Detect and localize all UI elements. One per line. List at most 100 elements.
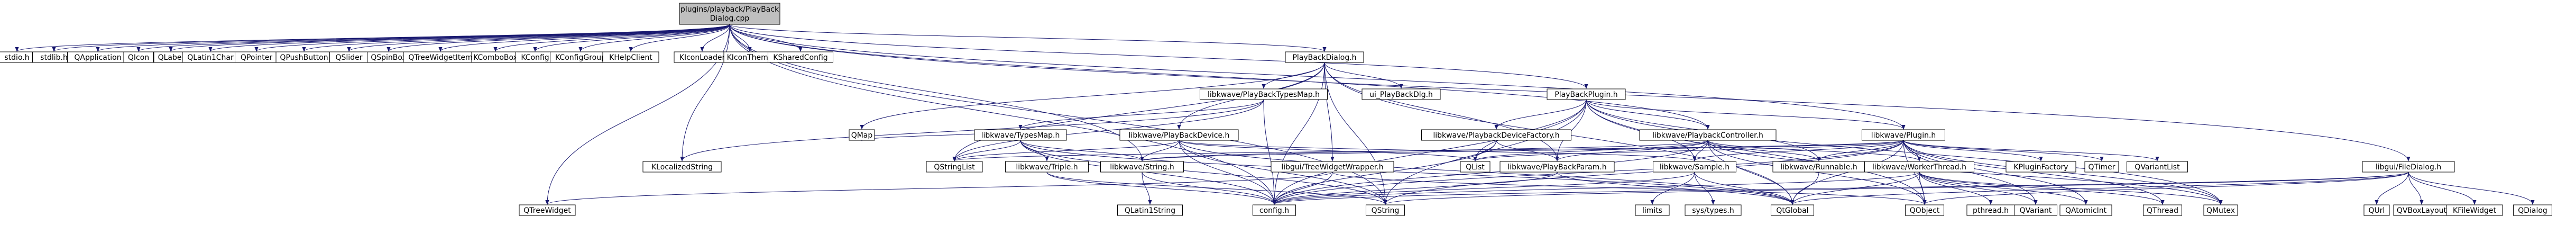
node-qlist: QList	[1460, 161, 1491, 173]
edge-kw-string-h-to-config-h	[1142, 172, 1276, 205]
node-kw-playbackparam-h: libkwave/PlayBackParam.h	[1499, 161, 1615, 173]
node-label: KIconLoader	[679, 53, 725, 62]
node-qpointer: QPointer	[235, 51, 278, 63]
edge-root-to-qtreewidgetitem	[438, 24, 730, 52]
edge-kgui-filedialog-h-to-qvboxlayout	[2408, 172, 2424, 205]
edge-root-to-stdlib	[52, 24, 730, 52]
root-node-line1: plugins/playback/PlayBack	[680, 5, 779, 14]
edge-kw-sample-h-to-config-h	[1272, 172, 1695, 205]
node-kw-typesmap-h: libkwave/TypesMap.h	[974, 129, 1067, 141]
node-qurl: QUrl	[2363, 204, 2390, 216]
edge-kw-plugin-h-to-qatomicint	[1903, 140, 2088, 205]
node-kgui-filedialog-h: libgui/FileDialog.h	[2362, 161, 2455, 173]
node-label: sys/types.h	[1692, 206, 1734, 215]
node-playbackplugin-h: PlayBackPlugin.h	[1547, 88, 1626, 100]
edge-kw-sample-h-to-systypes-h	[1694, 172, 1715, 205]
node-label: libkwave/PlayBackParam.h	[1507, 163, 1606, 172]
edge-kgui-treewidgetwrapper-h-to-qtreewidget	[545, 172, 1333, 205]
node-qpushbutton: QPushButton	[275, 51, 333, 63]
node-label: QVariantList	[2135, 163, 2180, 172]
edge-kw-typesmap-h-to-qstring	[1020, 140, 1387, 205]
edge-kgui-treewidgetwrapper-h-to-qobject	[1332, 172, 1927, 205]
edge-kw-plugin-h-to-qtimer	[1903, 140, 2104, 161]
edge-root-to-kicontheme	[729, 24, 752, 52]
root-node-playbackdialog-cpp: plugins/playback/PlayBack Dialog.cpp	[679, 3, 780, 25]
node-kw-runnable-h: libkwave/Runnable.h	[1772, 161, 1865, 173]
node-label: limits	[1642, 206, 1662, 215]
edge-playbackplugin-h-to-kw-playbackparam-h	[1555, 99, 1587, 161]
node-label: KHelpClient	[609, 53, 652, 62]
edge-kgui-filedialog-h-to-config-h	[1272, 172, 2409, 205]
edge-kw-playbackparam-h-to-config-h	[1272, 172, 1558, 205]
node-kw-sample-h: libkwave/Sample.h	[1653, 161, 1736, 173]
node-label: QIcon	[128, 53, 149, 62]
node-label: PlayBackPlugin.h	[1554, 91, 1617, 99]
edge-kw-playbackdevice-h-to-qstringlist	[952, 140, 1180, 161]
node-label: QLatin1String	[1125, 206, 1175, 215]
node-config-h: config.h	[1253, 204, 1296, 216]
node-label: KConfig	[521, 53, 549, 62]
node-qapplication: QApplication	[67, 51, 128, 63]
node-qatomicint: QAtomicInt	[2059, 204, 2112, 216]
node-label: KPluginFactory	[2013, 163, 2068, 172]
node-label: KIconTheme	[727, 53, 773, 62]
edge-kw-plugin-h-to-kw-string-h	[1140, 140, 1904, 161]
edge-playbackplugin-h-to-kw-pbdevfactory-h	[1494, 99, 1587, 130]
edge-kw-plugin-h-to-kw-sample-h	[1692, 140, 1904, 161]
node-qstringlist: QStringList	[926, 161, 983, 173]
node-khelpclient: KHelpClient	[602, 51, 659, 63]
node-label: QApplication	[74, 53, 121, 62]
node-label: libkwave/Triple.h	[1016, 163, 1078, 172]
edge-root-to-qlatin1char	[208, 24, 730, 52]
edge-kw-workerthread-h-to-qatomicint	[1919, 172, 2088, 205]
node-ksharedconfig: KSharedConfig	[768, 51, 833, 63]
node-label: libkwave/PlaybackController.h	[1652, 131, 1763, 140]
edge-kw-playbackdevice-h-to-config-h	[1179, 140, 1276, 205]
node-label: QVariant	[2020, 206, 2052, 215]
node-label: config.h	[1259, 206, 1289, 215]
node-label: QString	[1372, 206, 1400, 215]
edge-kw-typesmap-h-to-qstringlist	[952, 140, 1021, 161]
edge-kw-typesmap-h-to-kw-string-h	[1020, 140, 1144, 161]
edge-kw-pbcontroller-h-to-kw-workerthread-h	[1707, 140, 1921, 161]
edge-root-to-qpushbutton	[302, 24, 730, 52]
edge-pb-typesmap-h-to-klocalizedstring	[680, 99, 1264, 161]
node-label: libkwave/TypesMap.h	[981, 131, 1060, 140]
node-label: QTimer	[2088, 163, 2115, 172]
edge-kw-workerthread-h-to-config-h	[1272, 172, 1920, 205]
edge-kw-plugin-h-to-qvariantlist	[1903, 140, 2159, 161]
edge-kw-pbcontroller-h-to-qlist	[1473, 140, 1708, 161]
node-kw-pbdevfactory-h: libkwave/PlaybackDeviceFactory.h	[1421, 129, 1571, 141]
edge-playbackdialog-h-to-kw-playbackparam-h	[1324, 62, 1559, 161]
node-playbackdialog-h: PlayBackDialog.h	[1285, 51, 1364, 63]
node-kfilewidget: KFileWidget	[2446, 204, 2503, 216]
edge-playbackdialog-h-to-qmap	[860, 62, 1325, 130]
node-qicon: QIcon	[123, 51, 154, 63]
node-label: QAtomicInt	[2065, 206, 2107, 215]
edge-pb-typesmap-h-to-kw-typesmap-h	[1018, 99, 1264, 130]
node-label: libkwave/PlaybackDeviceFactory.h	[1433, 131, 1559, 140]
edge-kw-playbackparam-h-to-qtglobal	[1557, 172, 1795, 205]
node-qmutex: QMutex	[2203, 204, 2238, 216]
node-label: QPointer	[241, 53, 272, 62]
edge-kw-string-h-to-qlatin1string	[1142, 172, 1152, 205]
node-label: libgui/TreeWidgetWrapper.h	[1281, 163, 1383, 172]
node-label: QPushButton	[280, 53, 328, 62]
node-label: QMap	[851, 131, 873, 140]
node-label: libgui/FileDialog.h	[2376, 163, 2441, 172]
node-qdialog: QDialog	[2513, 204, 2552, 216]
edge-root-to-kw-pbcontroller-h	[729, 24, 1710, 130]
edge-playbackdialog-h-to-ui-playbackdlg	[1324, 62, 1403, 89]
node-label: QSlider	[336, 53, 363, 62]
node-qmap: QMap	[849, 129, 875, 141]
node-kw-playbackdevice-h: libkwave/PlayBackDevice.h	[1119, 129, 1239, 141]
node-label: KFileWidget	[2453, 206, 2496, 215]
edge-kw-pbcontroller-h-to-config-h	[1272, 140, 1708, 205]
node-qvariant: QVariant	[2014, 204, 2057, 216]
node-pb-typesmap-h: libkwave/PlayBackTypesMap.h	[1200, 88, 1328, 100]
edge-root-to-kw-string-h	[729, 24, 1144, 161]
node-stdlib: stdlib.h	[32, 51, 76, 63]
edge-root-to-khelpclient	[629, 24, 730, 52]
node-label: QTreeWidgetItem	[408, 53, 472, 62]
node-label: QThread	[2147, 206, 2178, 215]
